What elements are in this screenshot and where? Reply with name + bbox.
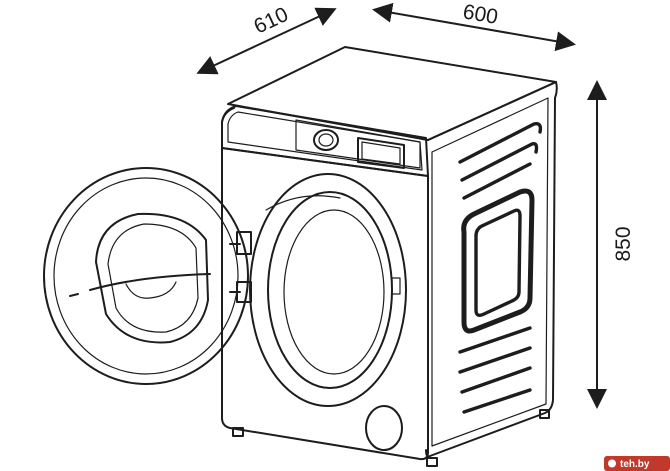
filter-hatch[interactable]	[365, 405, 403, 451]
drum-opening	[249, 173, 407, 407]
display-screen	[357, 137, 405, 169]
width-dimension-label: 600	[461, 0, 500, 29]
program-dial-icon[interactable]	[313, 129, 339, 151]
width-dimension-arrow	[372, 2, 576, 52]
door-lock-icon	[391, 277, 401, 295]
machine-feet	[232, 409, 550, 467]
open-door[interactable]	[43, 167, 249, 385]
watermark-badge: teh.by	[604, 456, 670, 471]
control-panel	[221, 105, 429, 177]
side-panel-ridges	[458, 121, 543, 414]
depth-dimension-label: 610	[250, 3, 291, 39]
depth-dimension-arrow	[196, 7, 337, 75]
height-dimension-label: 850	[612, 226, 635, 261]
watermark-text: teh.by	[620, 459, 650, 470]
